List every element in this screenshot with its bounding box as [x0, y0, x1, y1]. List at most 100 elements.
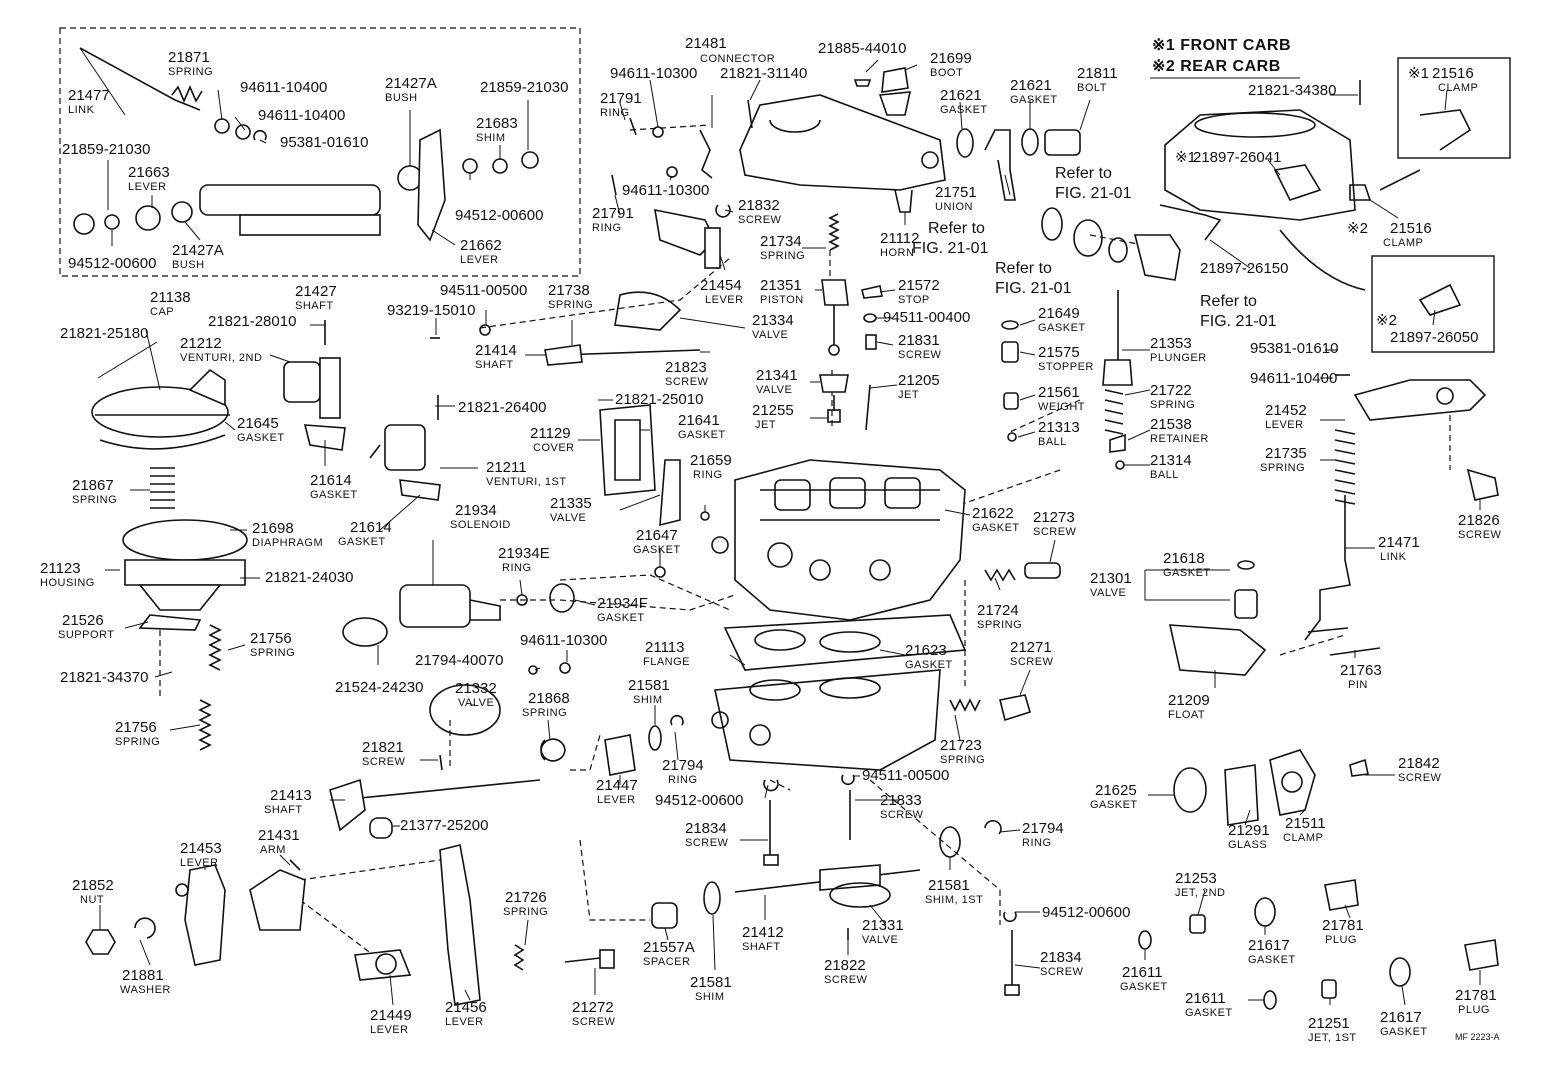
part-number: 21781: [1322, 917, 1364, 934]
part-number: 21823: [665, 359, 707, 376]
part-number: 21751: [935, 184, 977, 201]
part-number: 21821-25010: [615, 391, 703, 408]
part-name: SCREW: [1398, 772, 1442, 784]
part-number: 21723: [940, 737, 982, 754]
part-name: LEVER: [460, 254, 499, 266]
part-number: 21794: [1022, 820, 1064, 837]
part-name: LEVER: [445, 1016, 484, 1028]
part-number: 21431: [258, 827, 300, 844]
part-name: GASKET: [338, 536, 386, 548]
part-number: 94512-00600: [68, 255, 156, 272]
part-name: SHIM: [695, 991, 725, 1003]
figure-code: MF 2223-A: [1455, 1032, 1500, 1042]
part-number: 21698: [252, 520, 294, 537]
part-number: 21272: [572, 999, 614, 1016]
part-name: STOPPER: [1038, 361, 1094, 373]
part-number: 94512-00600: [455, 207, 543, 224]
part-name: SPRING: [1260, 462, 1305, 474]
part-number: 21649: [1038, 305, 1080, 322]
part-number: 21314: [1150, 452, 1192, 469]
part-number: 21572: [898, 277, 940, 294]
part-number: 21471: [1378, 534, 1420, 551]
part-number: 21211: [486, 459, 527, 476]
part-number: 21794: [662, 757, 704, 774]
part-name: HORN: [880, 247, 914, 259]
part-number: 21821-25180: [60, 325, 148, 342]
part-number: 21251: [1308, 1015, 1350, 1032]
part-name: RING: [592, 222, 622, 234]
part-number: 94511-00500: [862, 767, 949, 784]
part-number: 93219-15010: [387, 302, 475, 319]
part-number: 21683: [476, 115, 518, 132]
part-name: BALL: [1150, 469, 1179, 481]
part-name: GASKET: [1248, 954, 1296, 966]
part-name: RING: [600, 107, 630, 119]
part-name: WEIGHT: [1038, 401, 1085, 413]
part-number: 21454: [700, 277, 742, 294]
part-name: SPRING: [548, 299, 593, 311]
part-number: 21209: [1168, 692, 1210, 709]
part-number: 21821-24030: [265, 569, 353, 586]
part-number: 21524-24230: [335, 679, 423, 696]
part-number: 21859-21030: [62, 141, 150, 158]
part-name: VALVE: [1090, 587, 1126, 599]
refer-label: Refer to: [1055, 165, 1112, 182]
refer-label: Refer to: [1200, 293, 1257, 310]
part-number: 21447: [596, 777, 638, 794]
part-number: 21331: [862, 917, 904, 934]
part-number: 21934F: [597, 595, 648, 612]
part-name: NUT: [80, 894, 104, 906]
part-name: BALL: [1038, 436, 1067, 448]
part-number: 21538: [1150, 416, 1192, 433]
part-name: FLOAT: [1168, 709, 1205, 721]
part-name: SCREW: [1010, 656, 1054, 668]
part-number: 21641: [678, 412, 720, 429]
part-number: 21614: [350, 519, 392, 536]
part-name: ARM: [260, 844, 286, 856]
part-name: SCREW: [898, 349, 942, 361]
part-name: CLAMP: [1438, 82, 1478, 94]
part-name: JET: [755, 419, 776, 431]
part-number: 21934E: [498, 545, 550, 562]
part-name: GASKET: [310, 489, 358, 501]
part-number: 21291: [1228, 822, 1270, 839]
refer-figure: FIG. 21-01: [995, 280, 1072, 297]
part-number: 21699: [930, 50, 972, 67]
part-number: 21377-25200: [400, 817, 488, 834]
part-number: 21722: [1150, 382, 1192, 399]
part-number: 21934: [455, 502, 497, 519]
part-name: SPRING: [522, 707, 567, 719]
part-number: 21617: [1380, 1009, 1422, 1026]
part-number: 94611-10400: [258, 107, 345, 124]
part-number: 21271: [1010, 639, 1052, 656]
part-name: COVER: [533, 442, 575, 454]
part-number: 21821-34370: [60, 669, 148, 686]
part-number: 94611-10300: [610, 65, 697, 82]
front-carb-note: ※1 FRONT CARB: [1152, 37, 1291, 54]
part-number: 21427A: [385, 75, 437, 92]
part-number: 21581: [690, 974, 732, 991]
part-name: SPRING: [760, 250, 805, 262]
carb-legend: ※1 FRONT CARB ※2 REAR CARB ※1 ※1 ※2 ※2 M…: [1150, 37, 1500, 1042]
part-name: GASKET: [1380, 1026, 1428, 1038]
part-number: 21334: [752, 312, 794, 329]
part-name: RETAINER: [1150, 433, 1209, 445]
part-number: 21456: [445, 999, 487, 1016]
part-number: 21897-26150: [1200, 260, 1288, 277]
part-number: 21581: [928, 877, 970, 894]
part-number: 21255: [752, 402, 794, 419]
part-name: SCREW: [824, 974, 868, 986]
part-number: 21821-31140: [720, 65, 807, 82]
part-name: SPRING: [168, 66, 213, 78]
part-name: SHAFT: [264, 804, 303, 816]
part-number: 21621: [940, 87, 982, 104]
part-name: SCREW: [1040, 966, 1084, 978]
part-number: 21756: [250, 630, 292, 647]
part-number: 21113: [645, 639, 685, 656]
part-number: 21791: [600, 90, 642, 107]
part-number: 94512-00600: [1042, 904, 1130, 921]
part-number: 21726: [505, 889, 547, 906]
part-name: GASKET: [597, 612, 645, 624]
part-number: 94611-10300: [520, 632, 607, 649]
part-name: SCREW: [572, 1016, 616, 1028]
